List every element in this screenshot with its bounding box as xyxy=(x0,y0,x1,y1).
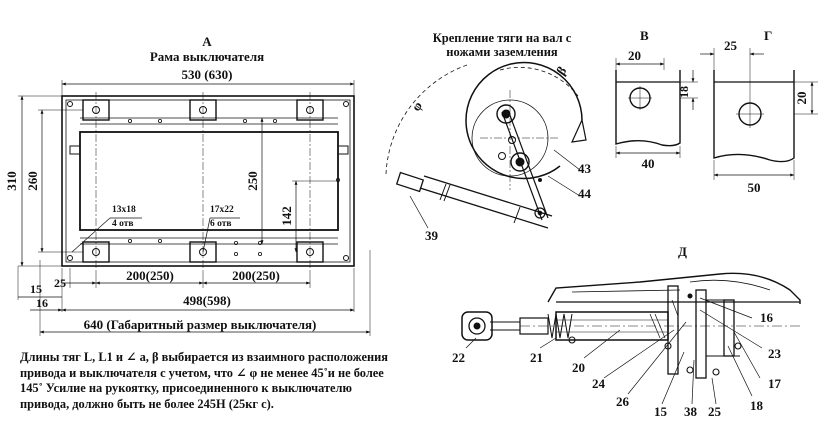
mounting-title-line-2: ножами заземления xyxy=(446,45,558,59)
rod-mounting-drawing xyxy=(385,61,587,229)
angle-phi: φ xyxy=(408,98,425,113)
hole-count-4: 4 отв xyxy=(112,219,134,229)
dim-260: 260 xyxy=(25,171,40,191)
dim-640: 640 (Габаритный размер выключателя) xyxy=(84,317,317,332)
dim-250: 250 xyxy=(245,171,260,191)
view-g-dim-25: 25 xyxy=(724,38,738,53)
hub-nut xyxy=(510,152,530,172)
view-d-letter: Д xyxy=(678,244,687,259)
hole-count-6: 6 отв xyxy=(210,219,232,229)
callout-21: 21 xyxy=(530,350,543,365)
view-g-letter: Г xyxy=(764,28,772,43)
view-g-dim-50: 50 xyxy=(748,180,761,195)
view-v-dim-18: 18 xyxy=(677,86,691,98)
note-line-2: привода и выключателя с учетом, что ∠ φ … xyxy=(20,365,384,380)
callout-23: 23 xyxy=(768,346,782,361)
dim-142: 142 xyxy=(279,206,294,226)
notes-text: Длины тяг L, L1 и ∠ а, β выбирается из в… xyxy=(20,350,450,412)
view-a-title: Рама выключателя xyxy=(150,49,264,64)
callout-20: 20 xyxy=(572,360,585,375)
view-v-dim-40: 40 xyxy=(642,156,655,171)
callout-16: 16 xyxy=(760,310,774,325)
callout-38: 38 xyxy=(684,404,698,419)
dim-498: 498(598) xyxy=(183,293,231,308)
frame-outer xyxy=(61,95,355,267)
callout-22: 22 xyxy=(452,350,465,365)
view-a-frame-drawing xyxy=(17,80,371,336)
callout-43: 43 xyxy=(578,161,592,176)
note-line-1: Длины тяг L, L1 и ∠ а, β выбирается из в… xyxy=(20,350,388,364)
callout-26: 26 xyxy=(616,394,630,409)
dim-200-left: 200(250) xyxy=(126,268,174,283)
callout-44: 44 xyxy=(578,186,592,201)
dim-16: 16 xyxy=(36,296,48,310)
rod-39 xyxy=(395,171,553,229)
callout-18: 18 xyxy=(750,398,764,413)
view-v-dim-20: 20 xyxy=(628,48,641,63)
mounting-title-line-1: Крепление тяги на вал с xyxy=(433,31,572,45)
dim-200-right: 200(250) xyxy=(232,268,280,283)
note-line-3: 145˚ Усилие на рукоятку, присоединенного… xyxy=(20,381,352,395)
dim-310: 310 xyxy=(4,171,19,191)
dim-25: 25 xyxy=(54,276,66,290)
callout-15: 15 xyxy=(654,404,668,419)
view-v-letter: В xyxy=(640,28,649,43)
view-g-dim-20: 20 xyxy=(794,92,809,105)
callout-25: 25 xyxy=(708,404,722,419)
view-g-drawing xyxy=(700,48,818,180)
view-v-drawing xyxy=(615,58,698,158)
hole-label-17x22: 17x22 xyxy=(210,205,234,215)
dim-15: 15 xyxy=(30,282,42,296)
view-a-letter: А xyxy=(202,34,212,49)
callout-39: 39 xyxy=(425,228,439,243)
note-line-4: привода, должно быть не более 245Н (25кг… xyxy=(20,396,274,411)
hub-nut xyxy=(496,104,516,124)
callout-24: 24 xyxy=(592,376,606,391)
hole-label-13x18: 13x18 xyxy=(112,205,136,215)
handle-knob xyxy=(461,311,493,341)
dim-530: 530 (630) xyxy=(182,67,233,82)
angle-beta: β xyxy=(553,63,569,77)
view-d-drive-drawing xyxy=(461,272,801,405)
callout-17: 17 xyxy=(768,376,782,391)
